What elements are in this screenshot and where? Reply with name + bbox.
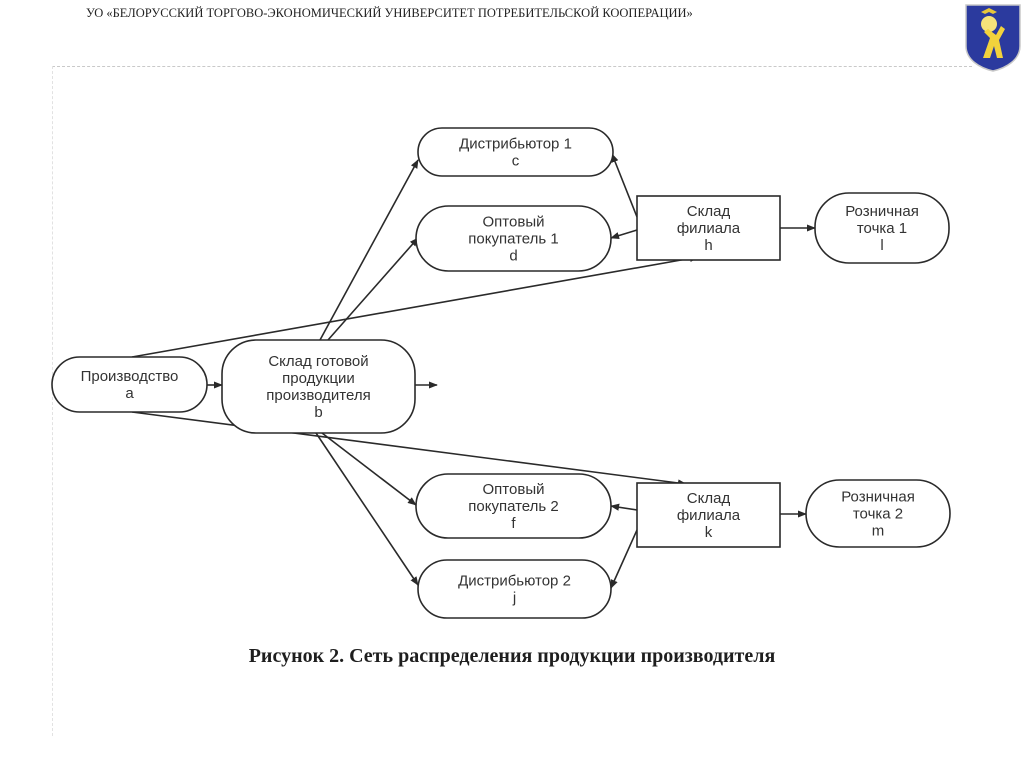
node-k-label-line-3: k (705, 524, 713, 541)
edge-b-to-c (319, 159, 419, 341)
node-c-label-line-1: Дистрибьютор 1 (459, 135, 572, 152)
edge-k-to-f (610, 503, 638, 511)
node-l-label-line-2: точка 1 (857, 220, 907, 237)
node-m-shape (805, 479, 951, 548)
node-d-shape (415, 205, 612, 272)
node-c-label-line-2: c (512, 152, 520, 169)
node-c: Дистрибьютор 1c (417, 127, 614, 177)
node-d-label-line-2: покупатель 1 (468, 230, 558, 247)
node-f-label-line-1: Оптовый (483, 481, 545, 498)
edge-a-to-h (131, 254, 699, 358)
node-d-label-line-1: Оптовый (483, 213, 545, 230)
node-a-label-line-1: Производство (81, 368, 179, 385)
node-l-shape (814, 192, 950, 264)
edge-a-to-k (131, 411, 687, 487)
node-k-label-line-2: филиала (677, 507, 741, 524)
node-h-shape (636, 195, 781, 261)
node-j-label-line-1: Дистрибьютор 2 (458, 572, 571, 589)
node-m-label-line-1: Розничная (841, 488, 915, 505)
emblem-figure (983, 26, 1005, 58)
node-b-label-line-4: b (314, 404, 322, 421)
emblem-sun (981, 16, 997, 32)
node-m-label-line-3: m (872, 522, 885, 539)
node-h-label-line-1: Склад (687, 203, 731, 220)
node-j-shape (417, 559, 612, 619)
edge-h-to-c (611, 153, 638, 218)
node-m-label-line-2: точка 2 (853, 505, 903, 522)
edge-b-to-d (327, 237, 419, 341)
node-f-shape (415, 473, 612, 539)
edge-b-to-j (315, 432, 419, 586)
node-a-label-line-2: a (125, 385, 134, 402)
university-shield-icon (965, 4, 1021, 72)
edge-k-to-j (610, 529, 638, 589)
node-f-label-line-3: f (511, 515, 516, 532)
node-b-shape (221, 339, 416, 434)
edge-h-to-d (610, 229, 638, 240)
node-k-shape (636, 482, 781, 548)
edge-b-to-f (321, 432, 417, 506)
figure-caption: Рисунок 2. Сеть распределения продукции … (248, 645, 776, 667)
header-divider (52, 66, 972, 67)
node-c-shape (417, 127, 614, 177)
node-a-shape (51, 356, 208, 413)
edges-layer (131, 153, 816, 589)
node-f-label-line-2: покупатель 2 (468, 498, 558, 515)
left-divider (52, 66, 53, 736)
node-j: Дистрибьютор 2j (417, 559, 612, 619)
node-b-label-line-1: Склад готовой (268, 353, 368, 370)
node-l-label-line-1: Розничная (845, 203, 919, 220)
node-j-label-line-2: j (512, 589, 516, 606)
header-university-name: УО «БЕЛОРУССКИЙ ТОРГОВО-ЭКОНОМИЧЕСКИЙ УН… (86, 6, 693, 20)
node-l-label-line-3: l (880, 237, 883, 254)
node-b-label-line-2: продукции (282, 370, 355, 387)
node-k-label-line-1: Склад (687, 490, 731, 507)
node-d-label-line-3: d (509, 247, 517, 264)
node-b-label-line-3: производителя (266, 387, 370, 404)
node-h-label-line-3: h (704, 237, 712, 254)
node-h-label-line-2: филиала (677, 220, 741, 237)
emblem-crest (981, 8, 997, 14)
